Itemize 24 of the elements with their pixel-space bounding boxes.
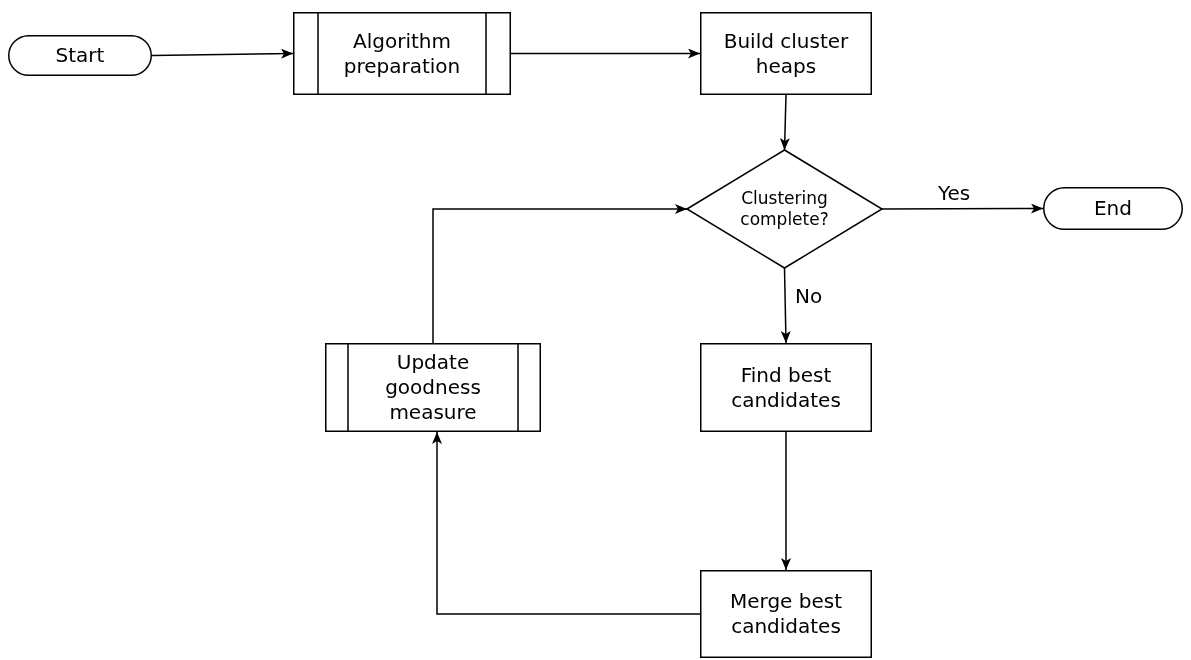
process-box [700, 12, 872, 95]
arrow [881, 203, 1044, 214]
node-label: Clustering complete? [739, 187, 830, 231]
node-label: End [1094, 196, 1132, 221]
node-label: Update goodness measure [384, 350, 482, 425]
node-label: Start [55, 43, 105, 68]
terminal-shape [1043, 187, 1183, 230]
node-label: Build cluster heaps [722, 28, 850, 79]
predefined-process-box [293, 12, 511, 95]
node-label: Find best candidates [730, 362, 842, 413]
predefined-process-box [325, 343, 541, 432]
arrow [780, 267, 791, 344]
node-label: Merge best candidates [728, 589, 844, 639]
arrow [510, 48, 701, 59]
arrow [432, 204, 688, 344]
arrow [779, 94, 790, 151]
decision-diamond [687, 150, 882, 268]
terminal-shape [8, 35, 152, 76]
arrow [432, 431, 701, 615]
process-box [700, 570, 872, 658]
node-label: Algorithm preparation [342, 28, 462, 79]
arrow [151, 48, 294, 59]
arrow [781, 431, 791, 571]
process-box [700, 343, 872, 432]
